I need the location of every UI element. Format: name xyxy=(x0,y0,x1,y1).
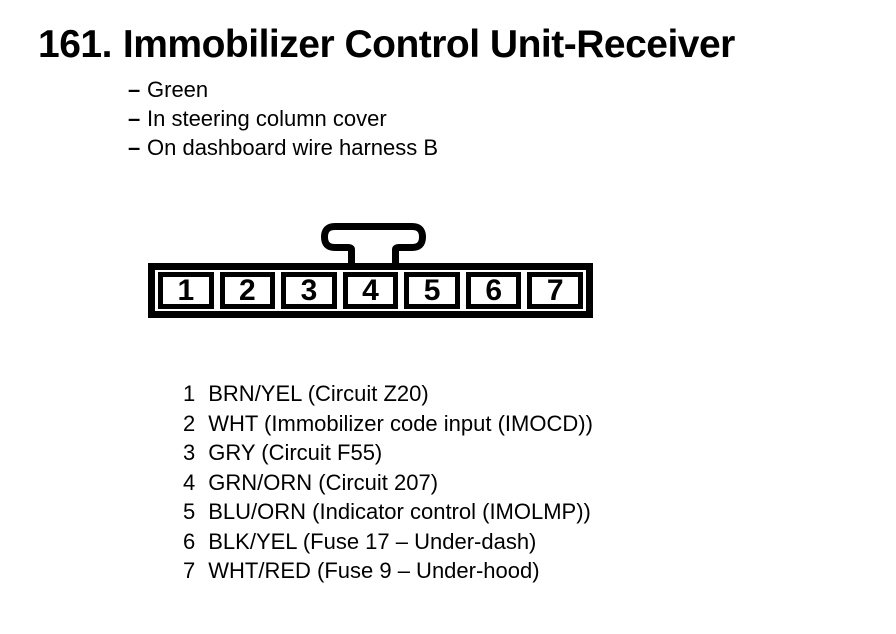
pin-description: WHT (Immobilizer code input (IMOCD)) xyxy=(208,410,593,436)
pin-description: BRN/YEL (Circuit Z20) xyxy=(208,381,429,406)
pin-number: 2 xyxy=(183,410,196,436)
pin-list-row: 2 WHT (Immobilizer code input (IMOCD)) xyxy=(183,409,593,439)
pin-number: 7 xyxy=(183,558,196,583)
note-text: In steering column cover xyxy=(147,106,387,131)
page-title: Immobilizer Control Unit-Receiver xyxy=(122,23,735,66)
note-text: Green xyxy=(147,77,209,102)
note-dash: – xyxy=(128,135,141,160)
note-dash: – xyxy=(128,77,141,102)
note-dash: – xyxy=(128,106,141,131)
pin-cell-number: 3 xyxy=(300,273,318,307)
pin-list: 1 BRN/YEL (Circuit Z20) 2 WHT (Immobiliz… xyxy=(183,379,593,586)
pin-number: 1 xyxy=(183,381,196,406)
connector-pin-cell-3: 3 xyxy=(281,272,337,309)
pin-list-row: 6 BLK/YEL (Fuse 17 – Under-dash) xyxy=(183,527,593,557)
pin-number: 4 xyxy=(183,469,196,495)
pin-cell-number: 4 xyxy=(362,273,379,307)
connector-pin-cell-6: 6 xyxy=(465,272,522,309)
connector-pin-cell-1: 1 xyxy=(158,272,214,309)
pin-cell-number: 6 xyxy=(485,273,503,307)
connector-pin-cell-5: 5 xyxy=(404,272,460,309)
note-item: – In steering column cover xyxy=(128,104,438,133)
pin-list-row: 5 BLU/ORN (Indicator control (IMOLMP)) xyxy=(183,497,593,527)
notes-list: – Green – In steering column cover – On … xyxy=(128,75,438,162)
connector-diagram: 1 2 3 4 5 6 7 xyxy=(148,223,593,318)
note-text: On dashboard wire harness B xyxy=(147,135,439,160)
pin-cell-number: 1 xyxy=(177,273,195,307)
connector-pin-cell-4: 4 xyxy=(342,272,399,309)
connector-latch-icon xyxy=(321,223,426,270)
connector-pin-cell-7: 7 xyxy=(527,272,584,309)
pin-description: BLK/YEL (Fuse 17 – Under-dash) xyxy=(208,528,537,554)
pin-cell-number: 5 xyxy=(423,273,441,307)
pin-number: 5 xyxy=(183,499,196,524)
pin-description: BLU/ORN (Indicator control (IMOLMP)) xyxy=(208,499,591,524)
pin-list-row: 7 WHT/RED (Fuse 9 – Under-hood) xyxy=(183,556,593,586)
pin-list-row: 1 BRN/YEL (Circuit Z20) xyxy=(183,379,593,409)
page-title-number: 161. xyxy=(38,23,112,66)
page-title-row: 161. Immobilizer Control Unit-Receiver xyxy=(38,25,735,64)
pin-description: GRY (Circuit F55) xyxy=(208,440,383,465)
pin-description: WHT/RED (Fuse 9 – Under-hood) xyxy=(208,558,540,583)
connector-pin-cell-2: 2 xyxy=(219,272,276,309)
pin-number: 3 xyxy=(183,440,196,465)
connector-body: 1 2 3 4 5 6 7 xyxy=(148,263,593,318)
note-item: – On dashboard wire harness B xyxy=(128,133,438,162)
pin-list-row: 4 GRN/ORN (Circuit 207) xyxy=(183,468,593,498)
pin-number: 6 xyxy=(183,528,196,554)
pin-cell-number: 7 xyxy=(546,273,564,307)
pin-cell-number: 2 xyxy=(239,273,256,307)
note-item: – Green xyxy=(128,75,438,104)
pin-description: GRN/ORN (Circuit 207) xyxy=(208,469,439,495)
pin-list-row: 3 GRY (Circuit F55) xyxy=(183,438,593,468)
